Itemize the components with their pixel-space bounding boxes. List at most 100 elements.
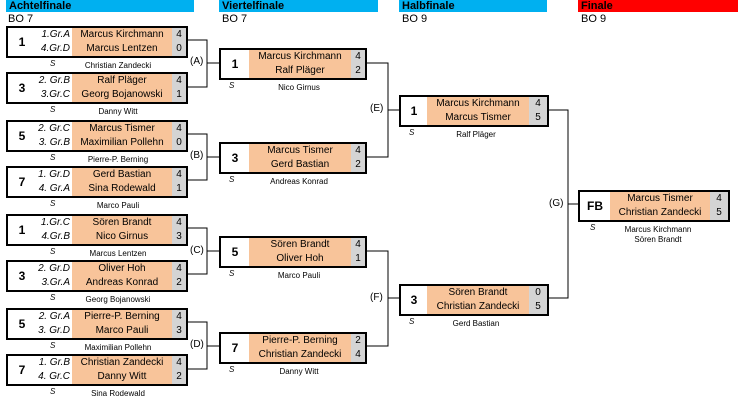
group-slot: 2. Gr.B	[38, 75, 70, 86]
referee-name: Maximilian Pollehn	[84, 343, 152, 352]
player-name: Ralf Pläger	[275, 65, 325, 76]
referee-name: Danny Witt	[98, 107, 138, 116]
player-name: Oliver Hoh	[98, 263, 146, 274]
label-b: (B)	[190, 150, 204, 161]
player-name: Gerd Bastian	[92, 169, 152, 180]
match-seed: 1	[18, 223, 26, 237]
match-seed: 7	[18, 175, 26, 189]
referee-name: Marcus Lentzen	[89, 249, 147, 258]
player-name: Pierre-P. Berning	[84, 311, 160, 322]
label-d: (D)	[190, 339, 204, 350]
player-score: 3	[176, 231, 182, 242]
player-name: Sina Rodewald	[88, 183, 156, 194]
group-slot: 4.Gr.D	[40, 43, 70, 54]
header-viertelfinale: Viertelfinale	[219, 0, 378, 12]
scorer-mark: S	[229, 269, 235, 278]
player-name: Maximilian Pollehn	[80, 137, 164, 148]
header-halbfinale: Halbfinale	[399, 0, 547, 12]
player-name: Marcus Kirchmann	[258, 51, 342, 62]
player-score: 4	[176, 29, 182, 40]
player-name: Marcus Tismer	[627, 193, 693, 204]
player-score: 1	[176, 89, 182, 100]
group-slot: 3. Gr.D	[38, 325, 70, 336]
match-seed: 1	[231, 57, 239, 71]
player-score: 2	[355, 65, 361, 76]
match-seed: 5	[18, 317, 26, 331]
referee-name: Sören Brandt	[634, 235, 682, 244]
player-score: 0	[176, 43, 182, 54]
referee-name: Ralf Pläger	[456, 130, 496, 139]
match-seed: 7	[18, 363, 26, 377]
player-score: 4	[176, 357, 182, 368]
player-name: Christian Zandecki	[618, 207, 702, 218]
player-score: 3	[176, 325, 182, 336]
player-score: 2	[355, 159, 361, 170]
scorer-mark: S	[409, 317, 415, 326]
group-slot: 3. Gr.B	[38, 137, 70, 148]
referee-name: Georg Bojanowski	[85, 295, 151, 304]
player-name: Oliver Hoh	[276, 253, 324, 264]
player-score: 5	[535, 112, 541, 123]
match-seed: 1	[410, 104, 418, 118]
referee-name: Marcus Kirchmann	[624, 225, 692, 234]
referee-name: Pierre-P. Berning	[87, 155, 149, 164]
match-seed: 3	[410, 293, 418, 307]
group-slot: 1.Gr.C	[40, 217, 70, 228]
player-name: Sören Brandt	[448, 287, 508, 298]
bo-halbfinale: BO 9	[402, 13, 428, 25]
player-name: Pierre-P. Berning	[262, 335, 338, 346]
player-name: Ralf Pläger	[97, 75, 147, 86]
player-score: 4	[176, 75, 182, 86]
player-score: 4	[176, 169, 182, 180]
match-seed: 3	[18, 269, 26, 283]
player-name: Marco Pauli	[95, 325, 149, 336]
group-slot: 1.Gr.A	[41, 29, 70, 40]
player-score: 5	[716, 207, 722, 218]
player-name: Georg Bojanowski	[81, 89, 163, 100]
match-seed: 5	[18, 129, 26, 143]
player-name: Christian Zandecki	[258, 349, 342, 360]
scorer-mark: S	[229, 81, 235, 90]
scorer-mark: S	[229, 365, 235, 374]
referee-name: Andreas Konrad	[270, 177, 328, 186]
match-seed: 7	[231, 341, 239, 355]
player-score: 2	[176, 277, 182, 288]
scorer-mark: S	[50, 293, 56, 302]
player-score: 4	[355, 51, 361, 62]
referee-name: Sina Rodewald	[91, 389, 145, 398]
match-seed: 3	[18, 81, 26, 95]
